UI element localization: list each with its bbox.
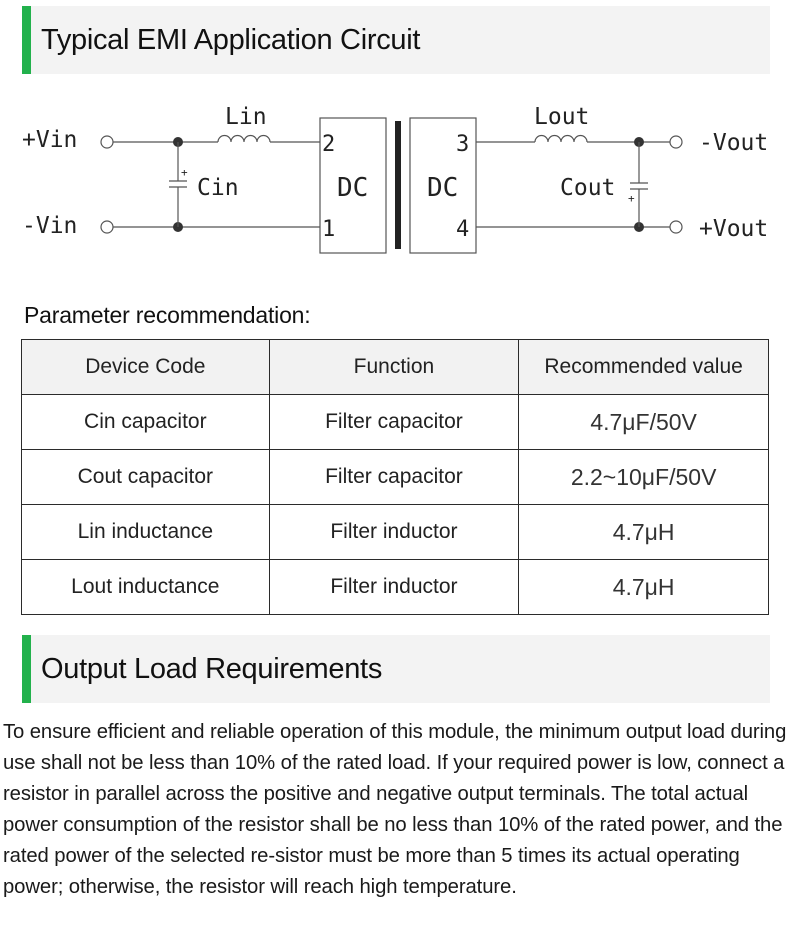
cell-device-code: Cout capacitor [21,449,270,505]
lout-label: Lout [534,104,589,130]
cout-capacitor-symbol: + [628,142,648,227]
cin-label: Cin [197,175,239,201]
table-row: Cout capacitor Filter capacitor 2.2~10μF… [21,449,769,505]
section-header-emi: Typical EMI Application Circuit [22,6,770,74]
cout-polarity-plus: + [628,192,635,205]
cell-recommended-value: 4.7μH [518,504,769,560]
lin-label: Lin [225,104,267,130]
terminal-vin-pos [100,135,114,149]
header-function: Function [268,339,520,395]
cell-function: Filter capacitor [268,449,520,505]
pin-1-label: 1 [322,217,335,242]
cin-capacitor-symbol: + [169,142,188,227]
table-row: Cin capacitor Filter capacitor 4.7μF/50V [21,394,769,450]
cell-recommended-value: 4.7μF/50V [518,394,769,450]
parameter-table: Device Code Function Recommended value C… [21,339,769,615]
cell-device-code: Cin capacitor [21,394,270,450]
cell-function: Filter inductor [268,504,520,560]
section-header-load: Output Load Requirements [22,635,770,703]
header-recommended-value: Recommended value [518,339,769,395]
vout-pos-label: +Vout [699,216,768,242]
parameter-title: Parameter recommendation: [24,302,311,328]
terminal-vout-pos [669,220,683,234]
header-device-code: Device Code [21,339,270,395]
pin-3-label: 3 [456,132,469,157]
dc-label-output: DC [427,173,458,203]
cell-function: Filter capacitor [268,394,520,450]
cell-recommended-value: 4.7μH [518,559,769,615]
pin-2-label: 2 [322,132,335,157]
cin-polarity-plus: + [181,166,188,179]
load-requirements-text: To ensure efficient and reliable operati… [3,721,787,898]
cell-device-code: Lout inductance [21,559,270,615]
section-title-load: Output Load Requirements [41,652,383,685]
lout-inductor-symbol [534,134,588,143]
vin-pos-label: +Vin [22,127,77,153]
vin-neg-label: -Vin [22,213,77,239]
cell-device-code: Lin inductance [21,504,270,560]
isolation-bar [395,121,401,249]
cell-function: Filter inductor [268,559,520,615]
terminal-vout-neg [669,135,683,149]
cout-label: Cout [560,175,615,201]
table-row: Lout inductance Filter inductor 4.7μH [21,559,769,615]
lin-inductor-symbol [217,134,320,143]
dc-box-input [319,117,387,254]
emi-circuit-diagram: + Cin Lin DC DC 2 1 3 4 Lout + Cout +Vin… [22,104,768,254]
dc-label-input: DC [337,173,368,203]
table-row: Lin inductance Filter inductor 4.7μH [21,504,769,560]
table-header-row: Device Code Function Recommended value [21,339,769,395]
vout-neg-label: -Vout [699,130,768,156]
cell-recommended-value: 2.2~10μF/50V [518,449,769,505]
terminal-vin-neg [100,220,114,234]
section-title-emi: Typical EMI Application Circuit [41,23,421,56]
pin-4-label: 4 [456,217,469,242]
dc-box-output [409,117,477,254]
